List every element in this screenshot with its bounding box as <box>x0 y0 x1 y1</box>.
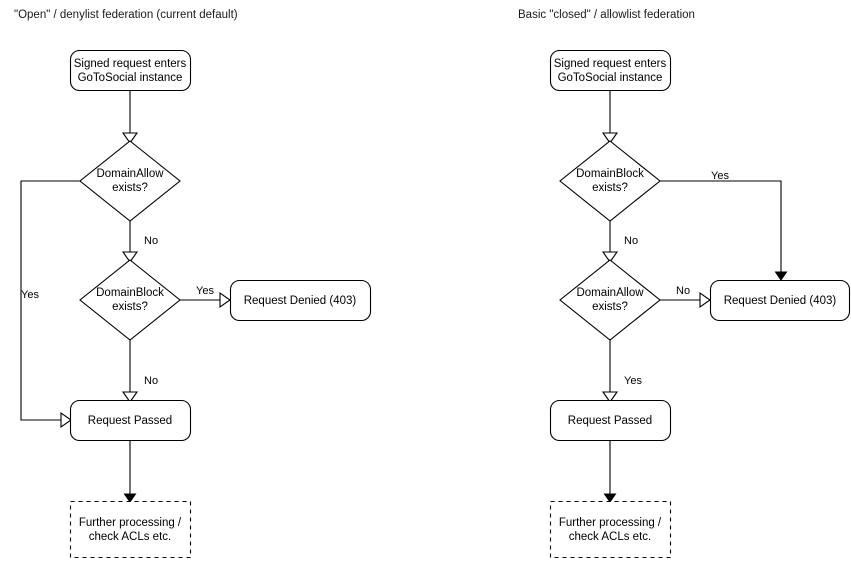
edge-domainblock-yes-left: Yes <box>180 285 231 309</box>
edge-label-domainallow-yes-right: Yes <box>624 375 642 387</box>
node-further-right-label-line2: check ACLs etc. <box>569 531 651 543</box>
node-domainblock-right-label-line2: exists? <box>592 182 628 194</box>
node-start-right-shape <box>549 49 672 92</box>
arrowhead-solid-icon <box>774 271 788 281</box>
node-start-left[interactable]: Signed request enters GoToSocial instanc… <box>69 49 192 92</box>
arrowhead-open-icon <box>121 391 139 403</box>
node-denied-right-shape <box>709 279 851 322</box>
node-denied-left-shape <box>229 279 372 322</box>
diagram-open-denylist: "Open" / denylist federation (current de… <box>14 9 372 559</box>
edge-label-domainblock-yes-left: Yes <box>196 285 214 297</box>
arrowhead-open-icon <box>699 291 711 309</box>
node-domainallow-left[interactable]: DomainAllow exists? <box>79 140 181 222</box>
node-domainblock-left-shape <box>79 259 181 341</box>
node-domainallow-right-label-line1: DomainAllow <box>576 287 644 299</box>
edge-passed-to-further-left <box>123 440 137 503</box>
node-passed-right[interactable]: Request Passed <box>549 399 672 442</box>
arrowhead-open-icon <box>601 251 619 263</box>
node-start-right-label-line1: Signed request enters <box>554 58 667 70</box>
edge-domainallow-yes-right: Yes <box>601 340 642 403</box>
node-denied-left-label: Request Denied (403) <box>244 295 357 307</box>
edge-domainallow-no-left: No <box>121 221 158 263</box>
node-domainblock-right[interactable]: DomainBlock exists? <box>559 140 661 222</box>
edge-label-domainblock-no-right: No <box>624 235 638 247</box>
node-further-right[interactable]: Further processing / check ACLs etc. <box>549 500 672 559</box>
node-start-left-label-line2: GoToSocial instance <box>78 72 183 84</box>
edge-domainblock-no-left: No <box>121 340 158 403</box>
node-further-left-label-line2: check ACLs etc. <box>89 531 171 543</box>
node-domainblock-right-label-line1: DomainBlock <box>576 168 644 180</box>
node-domainallow-left-label-line1: DomainAllow <box>96 168 164 180</box>
node-start-right[interactable]: Signed request enters GoToSocial instanc… <box>549 49 672 92</box>
edge-label-domainblock-yes-right: Yes <box>711 170 729 182</box>
edge-start-to-domainallow-left <box>121 90 139 144</box>
edge-label-domainallow-no-left: No <box>144 235 158 247</box>
arrowhead-solid-icon <box>123 493 137 503</box>
node-domainblock-left-label-line2: exists? <box>112 301 148 313</box>
node-denied-left[interactable]: Request Denied (403) <box>229 279 372 322</box>
edge-domainblock-no-right: No <box>601 221 638 263</box>
arrowhead-open-icon <box>121 132 139 144</box>
node-start-left-label-line1: Signed request enters <box>74 58 187 70</box>
node-further-right-label-line1: Further processing / <box>559 517 662 529</box>
node-passed-left-label: Request Passed <box>88 415 172 427</box>
edge-domainallow-no-right: No <box>660 285 711 309</box>
node-domainblock-left-label-line1: DomainBlock <box>96 287 164 299</box>
node-domainblock-left[interactable]: DomainBlock exists? <box>79 259 181 341</box>
node-further-left-shape <box>69 500 192 559</box>
node-domainallow-right-shape <box>559 259 661 341</box>
edge-domainallow-yes-left: Yes <box>20 180 80 429</box>
node-domainallow-left-label-line2: exists? <box>112 182 148 194</box>
node-further-right-shape <box>549 500 672 559</box>
node-domainallow-left-shape <box>79 140 181 222</box>
node-domainblock-right-shape <box>559 140 661 222</box>
edge-start-to-domainblock-right <box>601 90 619 144</box>
arrowhead-open-icon <box>121 251 139 263</box>
node-passed-left[interactable]: Request Passed <box>69 399 192 442</box>
arrowhead-solid-icon <box>603 493 617 503</box>
node-denied-right-label: Request Denied (403) <box>724 295 837 307</box>
edge-passed-to-further-right <box>603 440 617 503</box>
diagram-title-left: "Open" / denylist federation (current de… <box>14 9 238 21</box>
arrowhead-open-icon <box>601 391 619 403</box>
node-domainallow-right-label-line2: exists? <box>592 301 628 313</box>
node-denied-right[interactable]: Request Denied (403) <box>709 279 851 322</box>
arrowhead-open-icon <box>219 291 231 309</box>
diagram-closed-allowlist: Basic "closed" / allowlist federation Si… <box>518 9 851 559</box>
edge-label-domainallow-yes-left: Yes <box>21 289 39 301</box>
node-start-right-label-line2: GoToSocial instance <box>558 72 663 84</box>
edge-label-domainallow-no-right: No <box>676 285 690 297</box>
node-domainallow-right[interactable]: DomainAllow exists? <box>559 259 661 341</box>
edge-label-domainblock-no-left: No <box>144 375 158 387</box>
arrowhead-open-icon <box>601 132 619 144</box>
arrowhead-open-icon <box>60 411 72 429</box>
diagram-title-right: Basic "closed" / allowlist federation <box>518 9 695 21</box>
node-further-left[interactable]: Further processing / check ACLs etc. <box>69 500 192 559</box>
node-passed-right-label: Request Passed <box>568 415 652 427</box>
node-start-left-shape <box>69 49 192 92</box>
edge-domainblock-yes-right: Yes <box>660 170 788 281</box>
node-further-left-label-line1: Further processing / <box>79 517 182 529</box>
